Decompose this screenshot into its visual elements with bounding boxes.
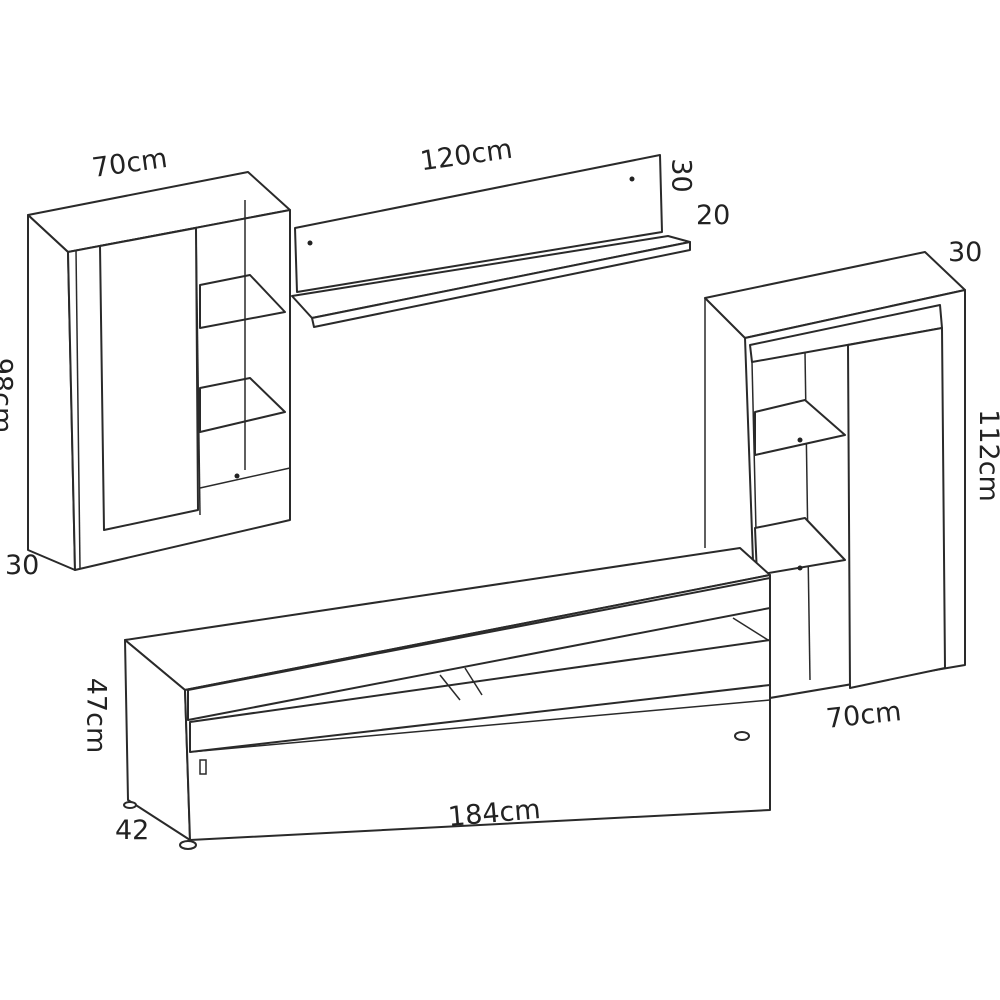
tv-unit-height-label: 47cm [80, 677, 112, 754]
left-cabinet-height-label: 98cm [0, 357, 18, 434]
shelf-height-label: 30 [665, 158, 697, 193]
tv-unit-depth-label: 42 [115, 815, 150, 846]
shelf-depth-label: 20 [696, 200, 731, 231]
right-tall-cabinet [704, 251, 966, 701]
left-wall-cabinet [27, 171, 291, 571]
left-cabinet-depth-label: 30 [5, 550, 40, 581]
tv-unit [123, 547, 771, 850]
right-cabinet-height-label: 112cm [972, 409, 1000, 502]
wall-shelf [291, 154, 691, 328]
right-cabinet-depth-label: 30 [948, 237, 983, 268]
